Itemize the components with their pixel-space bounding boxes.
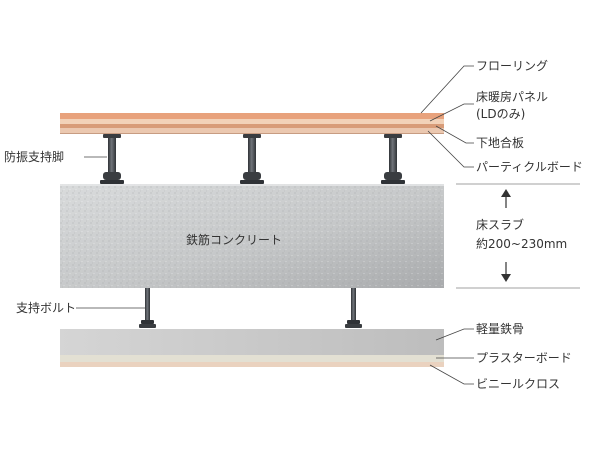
arrow-down-icon: [501, 262, 511, 282]
label-isolation-leg: 防振支持脚: [4, 149, 64, 164]
label-plywood: 下地合板: [476, 135, 524, 150]
label-plasterboard: プラスターボード: [476, 351, 572, 365]
support-bolt: [139, 288, 156, 328]
labels: フローリング 床暖房パネル (LDのみ) 下地合板 パーティクルボード 防振支持…: [4, 59, 583, 391]
leader-vinyl-cloth: [429, 364, 474, 385]
leader-flooring: [420, 65, 474, 114]
vinyl-cloth-layer: [60, 362, 444, 367]
leader-heating-panel: [429, 103, 474, 122]
label-flooring: フローリング: [476, 59, 548, 73]
label-particle-board: パーティクルボード: [476, 160, 583, 174]
isolation-leg: [240, 134, 264, 184]
particle-board-layer: [60, 128, 444, 133]
label-vinyl-cloth: ビニールクロス: [476, 377, 560, 391]
plywood-layer: [60, 124, 444, 128]
label-slab-thickness: 約200~230mm: [476, 236, 567, 251]
isolation-leg: [381, 134, 405, 184]
heating-panel-layer: [60, 119, 444, 124]
arrow-up-icon: [501, 189, 511, 208]
label-support-bolt: 支持ボルト: [16, 300, 76, 315]
ceiling-assembly: [60, 329, 444, 367]
label-light-steel: 軽量鉄骨: [476, 321, 524, 336]
vibration-isolation-legs: [100, 134, 405, 184]
leader-plywood: [435, 125, 474, 144]
concrete-slab: [60, 184, 444, 288]
upper-floor-assembly: [60, 113, 444, 134]
upper-floor-edge: [60, 133, 444, 134]
label-floor-slab: 床スラブ: [476, 217, 524, 232]
support-bolts: [139, 288, 362, 328]
isolation-leg: [100, 134, 124, 184]
light-steel-layer: [60, 329, 444, 355]
plasterboard-layer: [60, 355, 444, 362]
leader-particle-board: [427, 130, 474, 168]
leader-lines: [76, 65, 580, 385]
flooring-layer: [60, 113, 444, 119]
label-heating-panel-note: (LDのみ): [476, 107, 525, 121]
slab-dimension-arrows: [501, 189, 511, 282]
label-concrete: 鉄筋コンクリート: [186, 232, 282, 247]
label-heating-panel: 床暖房パネル: [476, 89, 548, 104]
leader-light-steel: [435, 328, 474, 341]
support-bolt: [345, 288, 362, 328]
